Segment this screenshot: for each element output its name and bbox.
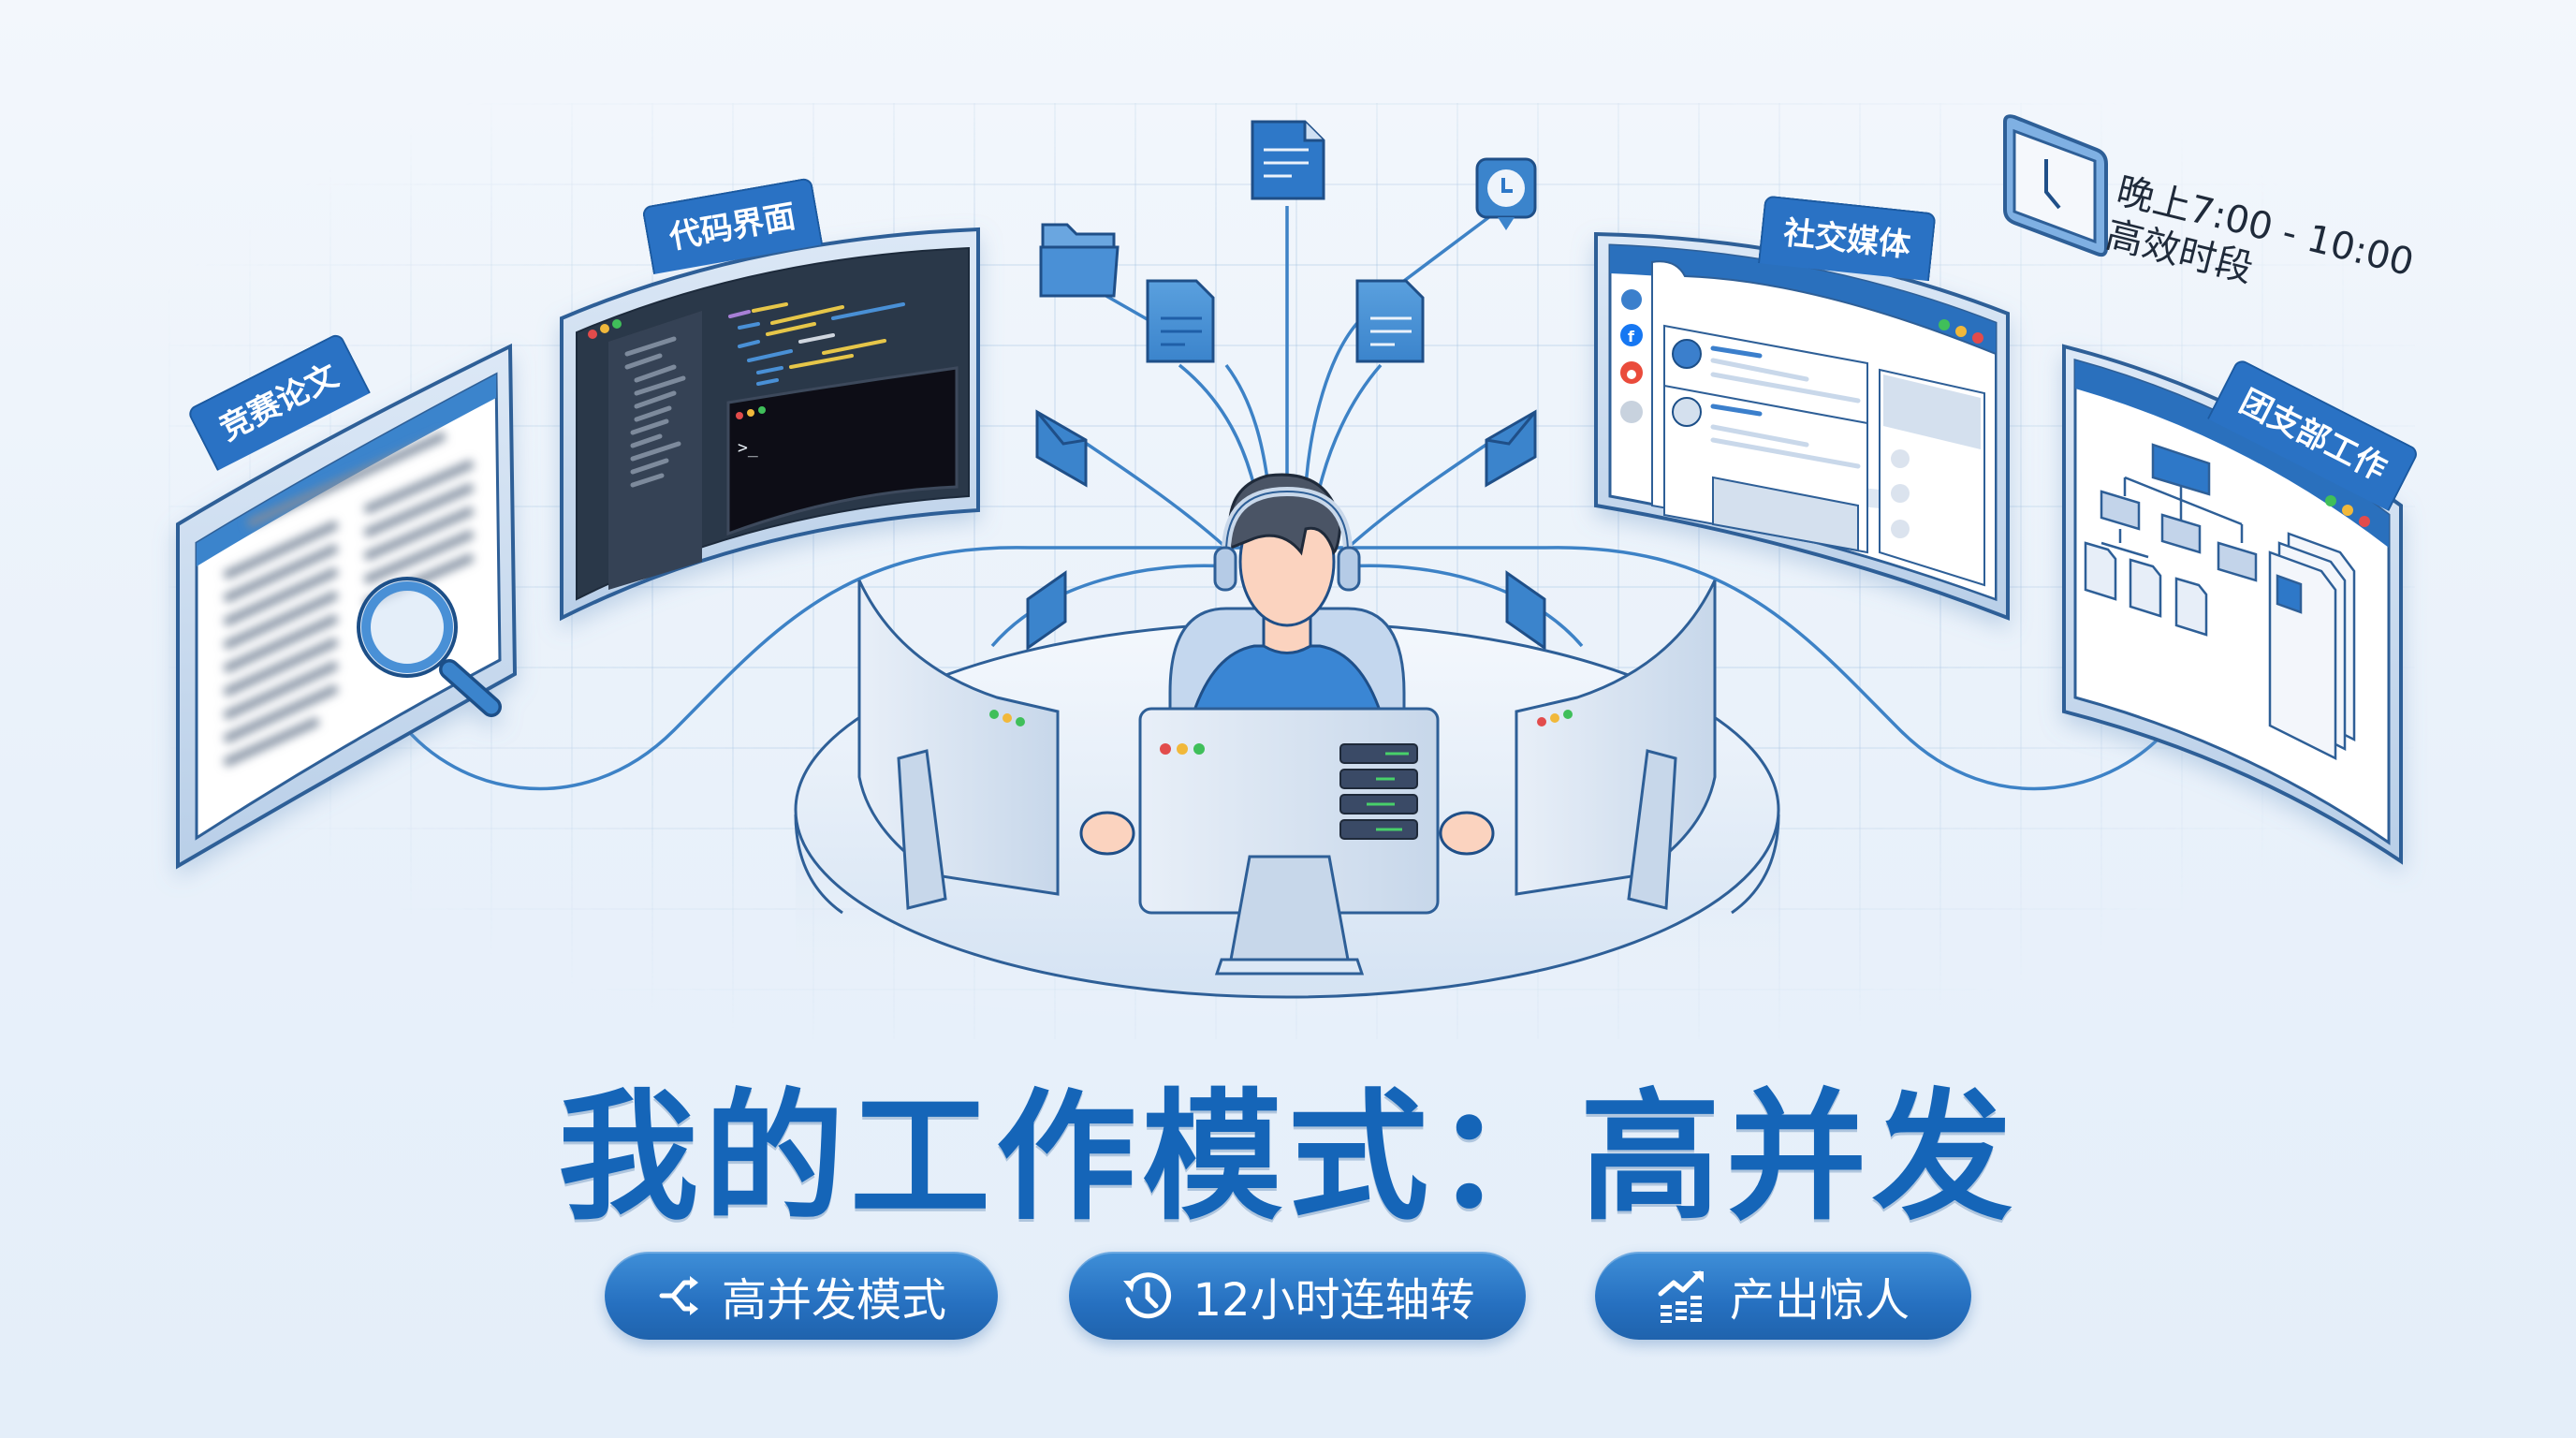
output-button[interactable]: 产出惊人 — [1595, 1252, 1971, 1340]
monitor-left — [857, 580, 1060, 910]
document-icon-right — [1355, 279, 1425, 363]
org-chart-icon — [2084, 443, 2356, 761]
mail-icon — [1026, 409, 1546, 651]
growth-chart-icon — [1658, 1270, 1704, 1323]
clock-bubble-icon — [1475, 157, 1537, 230]
folder-icon — [1039, 223, 1120, 298]
file-icon-top — [1251, 120, 1325, 200]
pill-label: 高并发模式 — [721, 1274, 946, 1327]
pill-label: 12小时连轴转 — [1193, 1274, 1475, 1327]
document-icon-left — [1146, 279, 1215, 363]
terminal-prompt: >_ — [738, 438, 758, 458]
message-icon — [1621, 289, 1642, 310]
branch-arrows-icon — [659, 1276, 698, 1315]
page-title: 我的工作模式：高并发 — [557, 1077, 2018, 1240]
monitor-center — [1138, 707, 1440, 976]
code-panel: >_ — [560, 227, 980, 622]
clock-history-icon — [1123, 1272, 1172, 1319]
svg-text:f: f — [1628, 328, 1635, 345]
league-panel — [2062, 344, 2403, 865]
social-panel: f — [1594, 231, 2010, 621]
monitor-right — [1515, 580, 1717, 910]
pill-label: 产出惊人 — [1729, 1274, 1910, 1327]
tiktok-icon — [1620, 401, 1643, 423]
twelve-hours-button[interactable]: 12小时连轴转 — [1069, 1252, 1526, 1340]
facebook-icon — [1620, 324, 1643, 346]
concurrency-mode-button[interactable]: 高并发模式 — [605, 1252, 998, 1340]
paper-panel — [176, 343, 518, 870]
wall-clock-icon — [2003, 114, 2108, 257]
magnifier-icon — [357, 577, 502, 717]
